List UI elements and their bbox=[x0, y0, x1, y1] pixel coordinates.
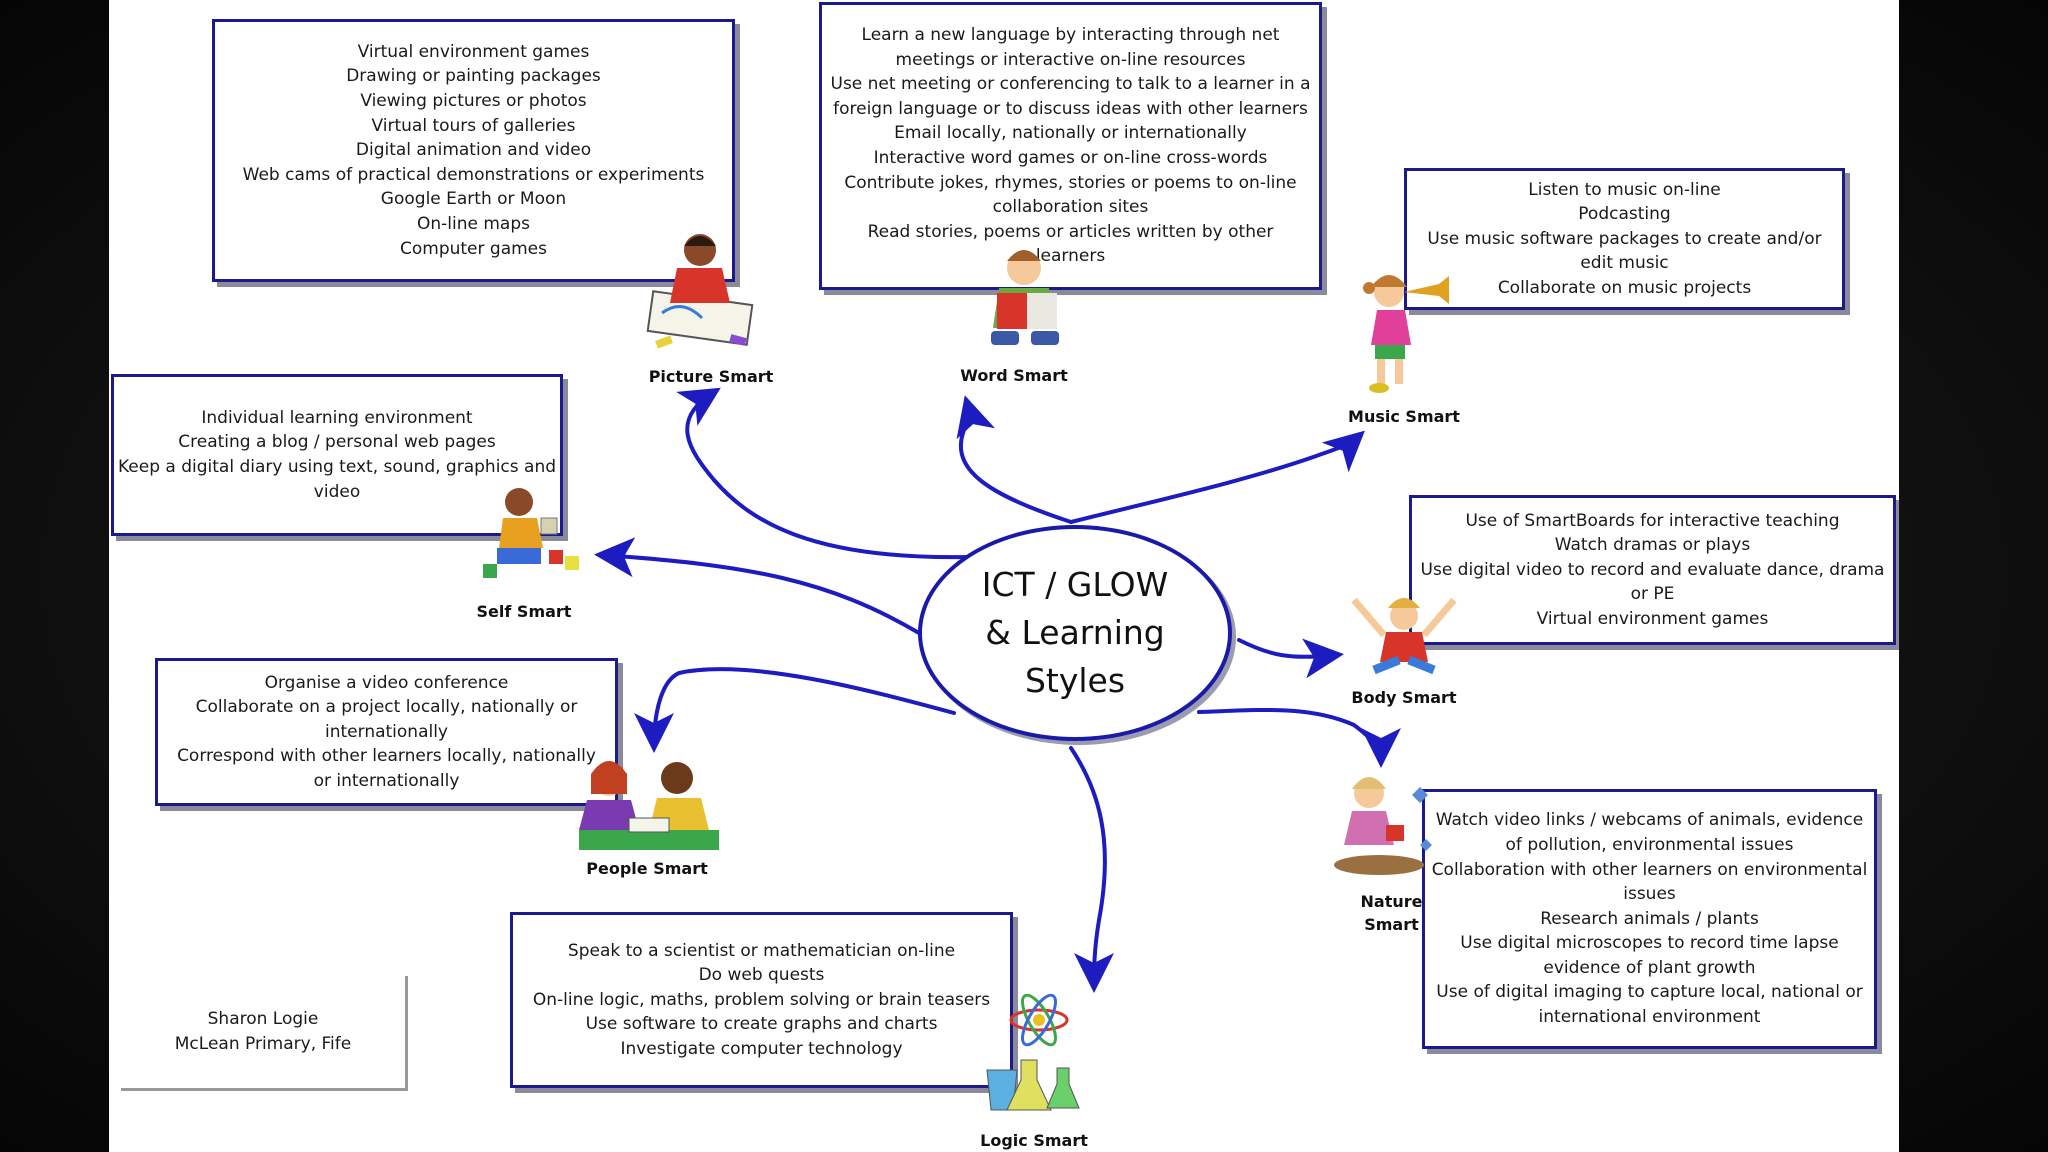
nature-smart-box: Watch video links / webcams of animals, … bbox=[1422, 789, 1877, 1049]
credit-line: Sharon Logie bbox=[207, 1009, 319, 1030]
box-line: Keep a digital diary using text, sound, … bbox=[117, 457, 557, 477]
child-blocks-icon bbox=[483, 488, 579, 578]
box-line: collaboration sites bbox=[992, 197, 1149, 218]
box-line: foreign language or to discuss ideas wit… bbox=[833, 98, 1308, 119]
word-smart-box: Learn a new language by interacting thro… bbox=[819, 2, 1322, 290]
lab-flasks-atom-icon bbox=[986, 993, 1080, 1111]
box-line: Interactive word games or on-line cross-… bbox=[873, 148, 1268, 168]
box-line: Use digital video to record and evaluate… bbox=[1420, 559, 1885, 580]
arrow-to-music bbox=[1069, 430, 1365, 524]
music-smart-label: Music Smart bbox=[1348, 407, 1460, 426]
box-line: Use music software packages to create an… bbox=[1427, 228, 1822, 249]
author-credit: Sharon Logie McLean Primary, Fife bbox=[121, 976, 408, 1091]
nature-smart-label-line: Smart bbox=[1364, 915, 1419, 934]
central-topic-line: ICT / GLOW bbox=[981, 565, 1169, 604]
nature-smart-label: Nature Smart bbox=[1339, 890, 1444, 936]
arrow-to-self bbox=[594, 537, 921, 635]
box-line: Use digital microscopes to record time l… bbox=[1460, 933, 1839, 954]
box-line: On-line maps bbox=[417, 213, 530, 234]
box-line: video bbox=[313, 481, 361, 502]
central-topic-oval: ICT / GLOW & Learning Styles bbox=[918, 525, 1232, 741]
box-line: Watch video links / webcams of animals, … bbox=[1435, 810, 1864, 831]
logic-smart-box: Speak to a scientist or mathematician on… bbox=[510, 912, 1013, 1088]
word-smart-label: Word Smart bbox=[960, 366, 1068, 385]
box-line: Speak to a scientist or mathematician on… bbox=[567, 940, 956, 961]
box-line: Creating a blog / personal web pages bbox=[178, 432, 496, 453]
children-studying-icon bbox=[579, 761, 719, 850]
body-smart-box: Use of SmartBoards for interactive teach… bbox=[1409, 495, 1896, 645]
arrow-to-logic bbox=[1069, 746, 1115, 993]
box-line: Correspond with other learners locally, … bbox=[177, 746, 596, 767]
slide: Virtual environment games Drawing or pai… bbox=[109, 0, 1899, 1152]
picture-smart-label: Picture Smart bbox=[648, 367, 774, 386]
box-line: Viewing pictures or photos bbox=[360, 91, 587, 112]
box-line: Use of digital imaging to capture local,… bbox=[1436, 982, 1863, 1003]
box-line: Web cams of practical demonstrations or … bbox=[242, 164, 705, 185]
self-smart-box: Individual learning environment Creating… bbox=[111, 374, 563, 536]
people-smart-label: People Smart bbox=[586, 859, 708, 878]
box-line: Drawing or painting packages bbox=[346, 66, 601, 87]
box-line: Google Earth or Moon bbox=[380, 189, 567, 210]
box-line: Contribute jokes, rhymes, stories or poe… bbox=[844, 172, 1297, 193]
girl-trumpet-icon bbox=[1363, 275, 1449, 393]
girl-gardening-icon bbox=[1334, 777, 1432, 875]
box-line: Collaborate on music projects bbox=[1497, 277, 1752, 298]
central-topic-line: Styles bbox=[1024, 661, 1126, 700]
box-line: Podcasting bbox=[1578, 204, 1671, 225]
arrow-to-nature bbox=[1197, 707, 1401, 768]
box-line: Listen to music on-line bbox=[1528, 179, 1721, 200]
box-line: Computer games bbox=[400, 238, 547, 259]
credit-line: McLean Primary, Fife bbox=[174, 1034, 352, 1054]
box-line: or PE bbox=[1630, 584, 1675, 605]
box-line: Individual learning environment bbox=[201, 407, 473, 428]
box-line: Virtual environment games bbox=[357, 41, 590, 62]
box-line: or internationally bbox=[313, 770, 460, 791]
box-line: edit music bbox=[1580, 253, 1669, 274]
box-line: Do web quests bbox=[698, 965, 825, 986]
box-line: internationally bbox=[325, 721, 448, 742]
box-line: international environment bbox=[1538, 1007, 1761, 1028]
picture-smart-box: Virtual environment games Drawing or pai… bbox=[212, 19, 735, 282]
connector-arrows bbox=[594, 387, 1401, 993]
box-line: meetings or interactive on-line resource… bbox=[895, 49, 1246, 70]
arrow-to-body bbox=[1237, 638, 1344, 679]
box-line: Learn a new language by interacting thro… bbox=[861, 25, 1280, 46]
people-smart-box: Organise a video conference Collaborate … bbox=[155, 658, 618, 806]
box-line: On-line logic, maths, problem solving or… bbox=[532, 989, 991, 1010]
arrow-to-word bbox=[956, 395, 1073, 524]
central-topic-line: & Learning bbox=[985, 613, 1165, 652]
box-line: Use software to create graphs and charts bbox=[585, 1014, 938, 1035]
box-line: Collaborate on a project locally, nation… bbox=[195, 697, 578, 718]
box-line: Investigate computer technology bbox=[620, 1038, 903, 1059]
boy-reading-icon bbox=[991, 250, 1059, 345]
box-line: Read stories, poems or articles written … bbox=[867, 221, 1274, 242]
boy-drawing-icon bbox=[646, 234, 754, 349]
box-line: Use net meeting or conferencing to talk … bbox=[830, 74, 1311, 95]
box-line: Digital animation and video bbox=[355, 140, 592, 161]
girl-jumping-icon bbox=[1351, 597, 1457, 675]
box-line: learners bbox=[1035, 246, 1106, 267]
box-line: of pollution, environmental issues bbox=[1505, 834, 1794, 855]
self-smart-label: Self Smart bbox=[476, 602, 572, 621]
body-smart-label: Body Smart bbox=[1351, 688, 1457, 707]
arrow-to-picture bbox=[676, 387, 971, 560]
nature-smart-label-line: Nature bbox=[1360, 892, 1423, 911]
box-line: Use of SmartBoards for interactive teach… bbox=[1465, 510, 1840, 531]
box-line: Collaboration with other learners on env… bbox=[1431, 859, 1868, 880]
box-line: issues bbox=[1623, 884, 1676, 905]
logic-smart-label: Logic Smart bbox=[980, 1131, 1088, 1150]
music-smart-box: Listen to music on-line Podcasting Use m… bbox=[1404, 168, 1845, 310]
box-line: Virtual tours of galleries bbox=[371, 115, 576, 136]
box-line: Watch dramas or plays bbox=[1554, 535, 1751, 556]
arrow-to-people bbox=[634, 667, 956, 753]
box-line: Virtual environment games bbox=[1536, 608, 1769, 629]
box-line: Email locally, nationally or internation… bbox=[894, 123, 1247, 144]
box-line: evidence of plant growth bbox=[1543, 957, 1756, 978]
box-line: Research animals / plants bbox=[1540, 908, 1759, 929]
box-line: Organise a video conference bbox=[264, 672, 509, 693]
